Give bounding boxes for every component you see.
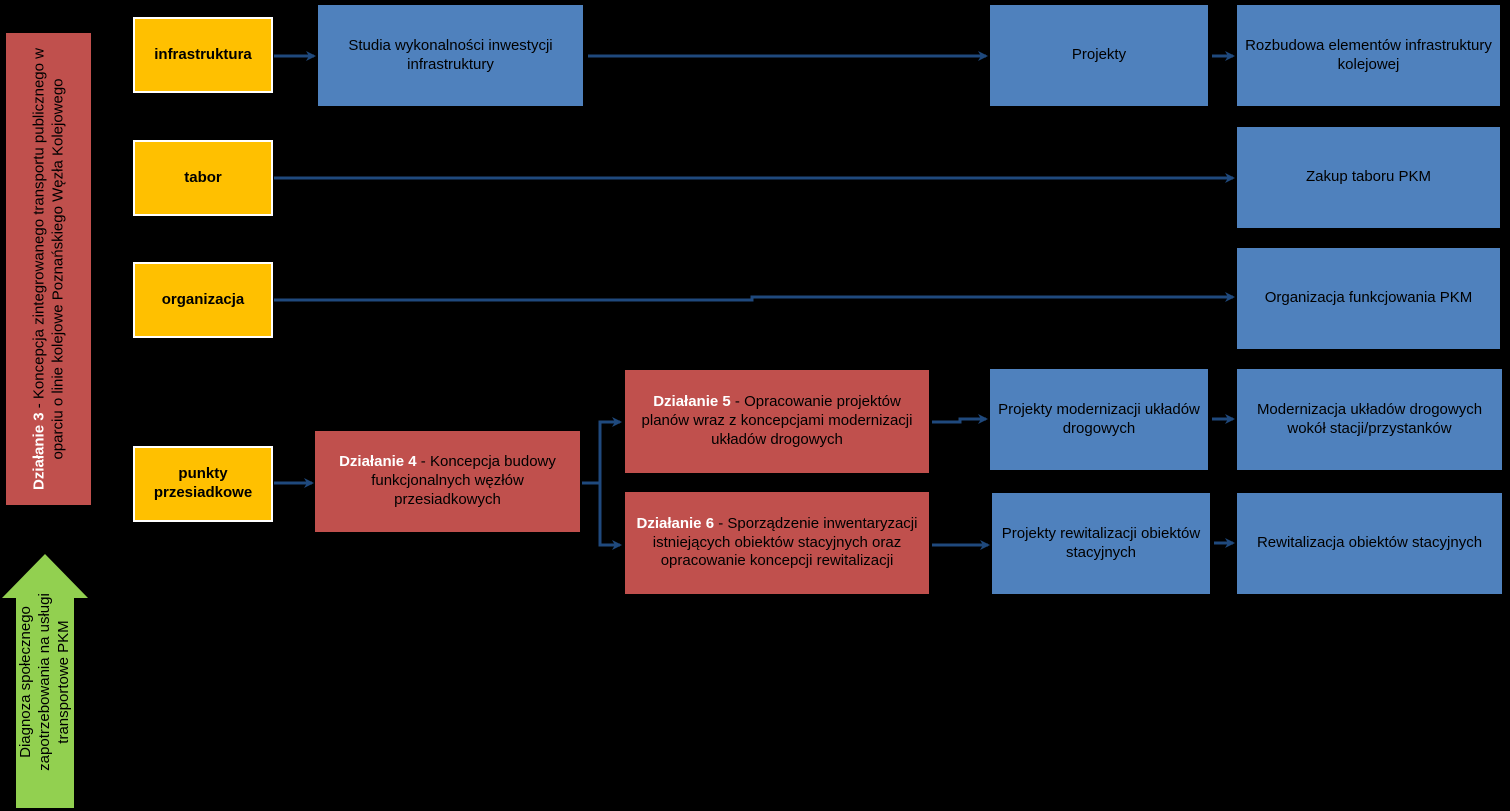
action-6-box: Działanie 6 - Sporządzenie inwentaryzacj…	[625, 492, 929, 594]
arrow-a4-branch	[582, 417, 622, 485]
action-4-box: Działanie 4 - Koncepcja budowy funkcjona…	[315, 431, 580, 532]
action-4-lead: Działanie 4	[339, 453, 417, 471]
action-3-bar: Działanie 3 - Koncepcja zintegrowanego t…	[6, 33, 91, 505]
revitalization-projects-box: Projekty rewitalizacji obiektów stacyjny…	[992, 493, 1210, 594]
rolling-stock-purchase-box: Zakup taboru PKM	[1237, 127, 1500, 228]
diagnosis-arrow	[2, 554, 88, 808]
category-transfer-points: punkty przesiadkowe	[133, 446, 273, 522]
category-organization: organizacja	[133, 262, 273, 338]
action-6-lead: Działanie 6	[636, 514, 715, 532]
action-5-description: - Opracowanie projektów planów wraz z ko…	[641, 393, 913, 448]
action-5-box: Działanie 5 - Opracowanie projektów plan…	[625, 370, 929, 473]
feasibility-studies-box: Studia wykonalności inwestycji infrastru…	[318, 5, 583, 106]
pkm-organization-box: Organizacja funkcjowania PKM	[1237, 248, 1500, 349]
action-6-description: - Sporządzenie inwentaryzacji istniejący…	[652, 514, 918, 570]
action-4-description: - Koncepcja budowy funkcjonalnych węzłów…	[371, 453, 556, 508]
infrastructure-expansion-box: Rozbudowa elementów infrastruktury kolej…	[1237, 5, 1500, 106]
road-modernization-box: Modernizacja układów drogowych wokół sta…	[1237, 369, 1502, 470]
road-modernization-projects-box: Projekty modernizacji układów drogowych	[990, 369, 1208, 470]
arrow-org-to-organization	[274, 292, 1235, 302]
station-revitalization-box: Rewitalizacja obiektów stacyjnych	[1237, 493, 1502, 594]
action-5-lead: Działanie 5	[653, 393, 731, 411]
arrow-a4-branch-lower	[598, 483, 622, 550]
arrow-a5-to-road-projects	[932, 414, 988, 424]
projects-box: Projekty	[990, 5, 1208, 106]
category-infrastructure: infrastruktura	[133, 17, 273, 93]
category-rolling-stock: tabor	[133, 140, 273, 216]
